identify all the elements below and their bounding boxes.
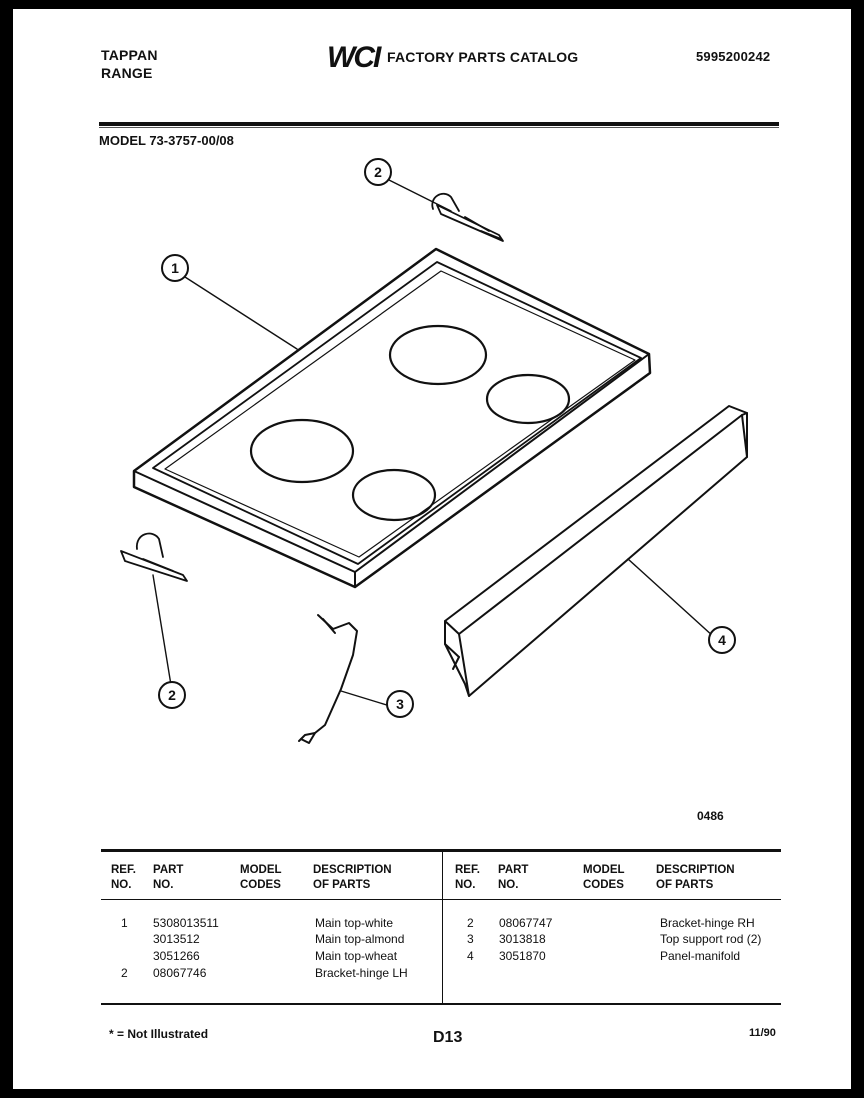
part-no: 3051870 <box>499 949 546 963</box>
ref-no: 4 <box>467 949 474 963</box>
callout-2-left-circle <box>158 681 186 709</box>
description: Panel-manifold <box>660 949 741 963</box>
leader-2-top <box>386 178 452 212</box>
catalog-title: FACTORY PARTS CATALOG <box>387 49 579 65</box>
footnote: * = Not Illustrated <box>109 1027 209 1041</box>
table-column-divider <box>442 849 443 1004</box>
top-support-rod-drawing <box>298 614 358 744</box>
description: Top support rod (2) <box>660 932 762 946</box>
table-top-rule <box>101 849 781 852</box>
wci-logo: WCI <box>327 41 384 71</box>
part-no: 08067747 <box>499 916 553 930</box>
product-type: RANGE <box>101 65 153 81</box>
page-id: D13 <box>433 1029 463 1046</box>
header-rule <box>99 122 779 126</box>
callout-4-circle <box>708 626 736 654</box>
table-header-rule <box>101 899 781 900</box>
header-part-no: PART NO. <box>153 864 184 891</box>
header-ref-no-right: REF. NO. <box>455 864 480 891</box>
callout-3: 3 <box>396 696 404 712</box>
leader-1 <box>184 276 298 350</box>
header-rule-thin <box>99 127 779 128</box>
header-ref-no: REF. NO. <box>111 864 136 891</box>
callout-3-circle <box>386 690 414 718</box>
callout-2-top: 2 <box>374 164 382 180</box>
leader-2-left <box>152 574 172 686</box>
panel-manifold-drawing <box>444 405 748 697</box>
ref-no: 2 <box>467 916 474 930</box>
header-part-no-right: PART NO. <box>498 864 529 891</box>
parts-table: REF. NO. PART NO. MODEL CODES DESCRIPTIO… <box>101 849 781 1005</box>
header-description-right: DESCRIPTION OF PARTS <box>656 864 735 891</box>
callout-4: 4 <box>718 632 726 648</box>
callout-1: 1 <box>171 260 179 276</box>
part-no: 08067746 <box>153 966 207 980</box>
catalog-page: TAPPAN RANGE WCI FACTORY PARTS CATALOG 5… <box>13 9 851 1089</box>
logo-text: WCI <box>327 41 382 71</box>
description: Bracket-hinge LH <box>315 966 408 980</box>
drawing-code: 0486 <box>697 809 724 823</box>
callout-1-circle <box>161 254 189 282</box>
brand-name: TAPPAN <box>101 47 158 63</box>
revision-date: 11/90 <box>749 1027 776 1039</box>
model-number: MODEL 73-3757-00/08 <box>99 133 234 148</box>
part-no: 3051266 <box>153 949 200 963</box>
description: Main top-wheat <box>315 949 398 963</box>
header-model-codes: MODEL CODES <box>240 864 282 891</box>
ref-no: 1 <box>121 916 128 930</box>
part-no: 3013818 <box>499 932 546 946</box>
main-top-drawing <box>132 247 652 589</box>
exploded-parts-diagram: 2 1 2 3 4 <box>120 158 748 744</box>
description: Main top-almond <box>315 932 405 946</box>
ref-no: 2 <box>121 966 128 980</box>
leader-4 <box>627 558 715 638</box>
header-model-codes-right: MODEL CODES <box>583 864 625 891</box>
bracket-hinge-rh-drawing <box>431 192 504 242</box>
bracket-hinge-lh-drawing <box>120 532 188 582</box>
callout-2-left: 2 <box>168 687 176 703</box>
description: Main top-white <box>315 916 394 930</box>
header-description: DESCRIPTION OF PARTS <box>313 864 392 891</box>
part-no: 3013512 <box>153 932 200 946</box>
part-no: 5308013511 <box>153 916 219 930</box>
table-bottom-rule <box>101 1003 781 1005</box>
description: Bracket-hinge RH <box>660 916 755 930</box>
leader-3 <box>340 690 391 707</box>
document-number: 5995200242 <box>696 49 771 64</box>
callout-2-top-circle <box>364 158 392 186</box>
ref-no: 3 <box>467 932 474 946</box>
